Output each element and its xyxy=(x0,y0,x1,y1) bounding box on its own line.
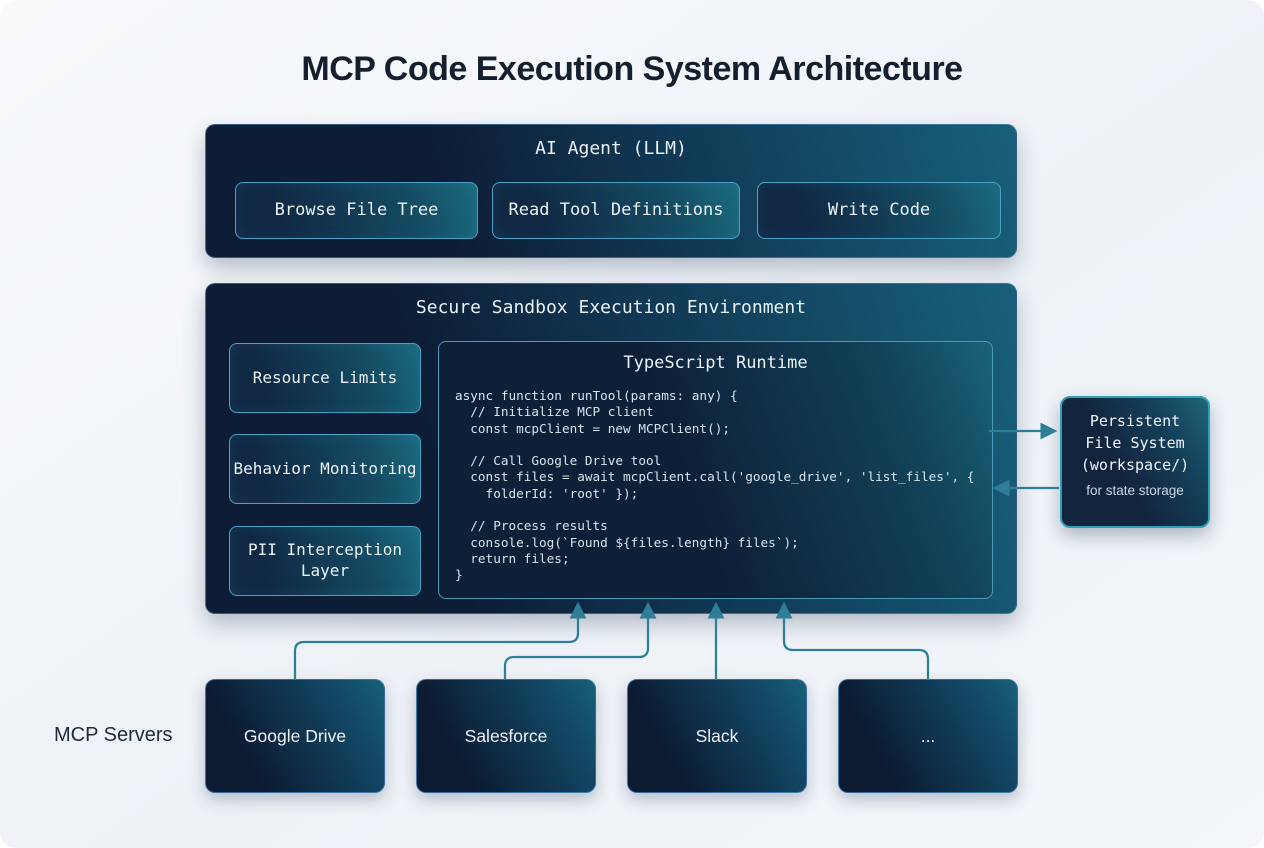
runtime-title: TypeScript Runtime xyxy=(623,353,808,373)
capability-label: Write Code xyxy=(827,200,931,221)
capability-label: Browse File Tree xyxy=(274,200,439,221)
page-title: MCP Code Execution System Architecture xyxy=(301,50,963,88)
capability-browse-file-tree: Browse File Tree xyxy=(235,182,478,239)
typescript-runtime-box: TypeScript Runtime async function runToo… xyxy=(438,341,993,599)
arrow-salesforce-to-sandbox xyxy=(503,601,657,680)
runtime-code-snippet: async function runTool(params: any) { //… xyxy=(455,388,975,583)
capability-label: Read Tool Definitions xyxy=(508,200,724,221)
sandbox-title: Secure Sandbox Execution Environment xyxy=(415,297,807,318)
server-google-drive: Google Drive xyxy=(205,679,385,793)
ai-agent-title: AI Agent (LLM) xyxy=(535,138,687,159)
server-slack: Slack xyxy=(627,679,807,793)
fs-title-line: Persistent xyxy=(1089,412,1181,430)
arrow-ellipsis-to-sandbox xyxy=(775,601,930,680)
arrow-google-drive-to-sandbox xyxy=(293,601,587,680)
protection-label: Behavior Monitoring xyxy=(233,458,417,478)
protection-label: Resource Limits xyxy=(252,367,398,387)
server-salesforce: Salesforce xyxy=(416,679,596,793)
sandbox-panel: Secure Sandbox Execution Environment Res… xyxy=(205,283,1017,614)
ai-agent-panel: AI Agent (LLM) Browse File Tree Read Too… xyxy=(205,124,1017,258)
mcp-servers-label: MCP Servers xyxy=(54,723,173,746)
server-label: Salesforce xyxy=(464,725,548,746)
server-label: Google Drive xyxy=(243,725,347,746)
fs-title-line: (workspace/) xyxy=(1080,456,1190,474)
capability-read-tool-definitions: Read Tool Definitions xyxy=(492,182,740,239)
protection-pii-interception-layer: PII Interception Layer xyxy=(229,526,421,596)
capability-write-code: Write Code xyxy=(757,182,1001,239)
server-ellipsis: ... xyxy=(838,679,1018,793)
fs-subtitle: for state storage xyxy=(1086,483,1184,498)
persistent-file-system-box: Persistent File System (workspace/) for … xyxy=(1060,396,1210,528)
server-label: ... xyxy=(920,725,936,746)
server-label: Slack xyxy=(695,725,739,746)
fs-title-line: File System xyxy=(1085,434,1185,452)
protection-label: PII Interception Layer xyxy=(247,540,403,580)
protection-resource-limits: Resource Limits xyxy=(229,343,421,413)
protection-behavior-monitoring: Behavior Monitoring xyxy=(229,434,421,504)
